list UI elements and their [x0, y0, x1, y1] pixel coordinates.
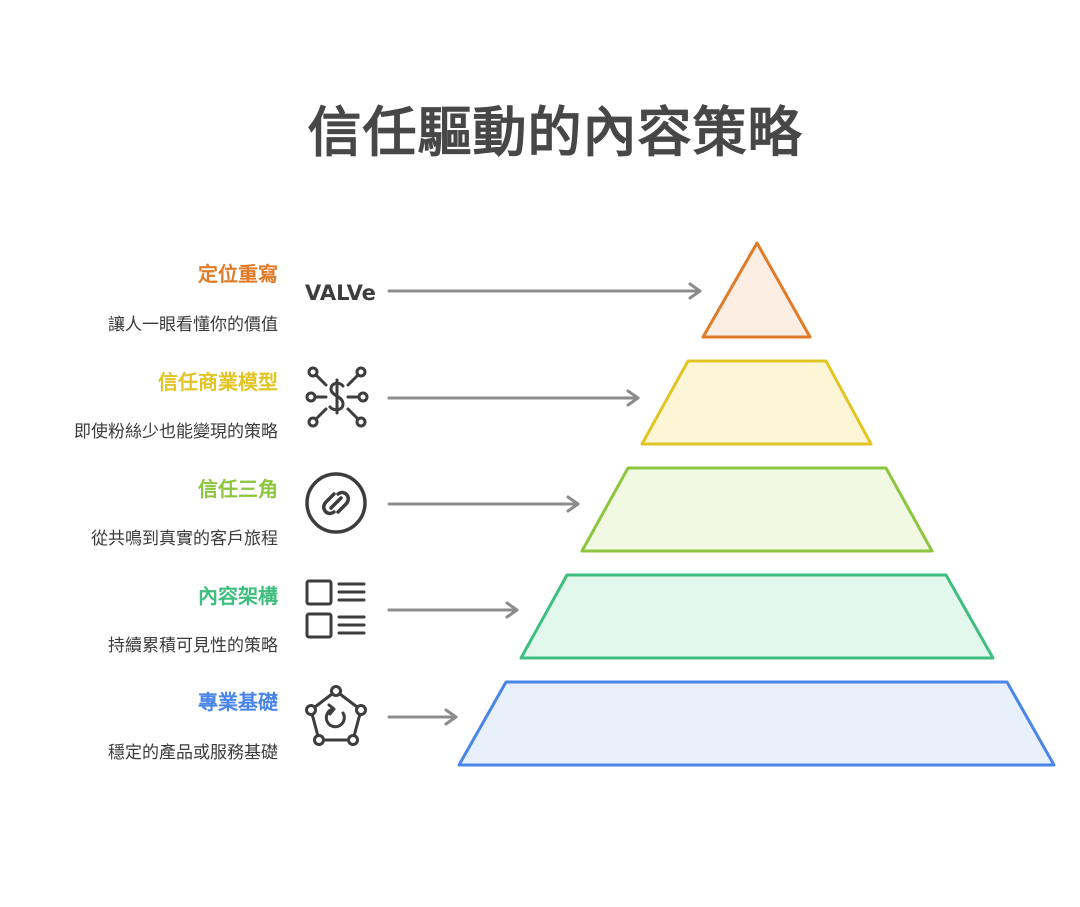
- pyramid-tier-4: [519, 573, 995, 660]
- valve-logo-icon: VALVe: [305, 281, 376, 305]
- pyramid-tier-1: [701, 241, 812, 339]
- money-network-icon: [305, 366, 369, 428]
- level-2-title: 信任商業模型: [158, 370, 278, 394]
- pyramid-tier-5: [457, 680, 1056, 767]
- level-3-description: 從共鳴到真實的客戶旅程: [91, 529, 278, 549]
- linked-cycle-icon: [305, 472, 367, 534]
- level-1-title: 定位重寫: [198, 262, 278, 286]
- level-5-title: 專業基礎: [198, 690, 278, 714]
- level-2-description: 即使粉絲少也能變現的策略: [74, 422, 278, 442]
- page-title: 信任驅動的內容策略: [307, 101, 803, 164]
- level-1-description: 讓人一眼看懂你的價值: [108, 315, 278, 335]
- level-4-description: 持續累積可見性的策略: [108, 636, 278, 656]
- level-4-title: 內容架構: [198, 584, 278, 608]
- network-refresh-icon: [305, 685, 367, 746]
- content-layout-icon: [305, 579, 366, 639]
- pyramid-tier-3: [580, 466, 934, 553]
- pyramid-tier-2: [640, 359, 873, 446]
- valve-logo-text: VALVe: [305, 281, 376, 305]
- level-5-description: 穩定的產品或服務基礎: [108, 743, 278, 763]
- level-3-title: 信任三角: [198, 477, 278, 501]
